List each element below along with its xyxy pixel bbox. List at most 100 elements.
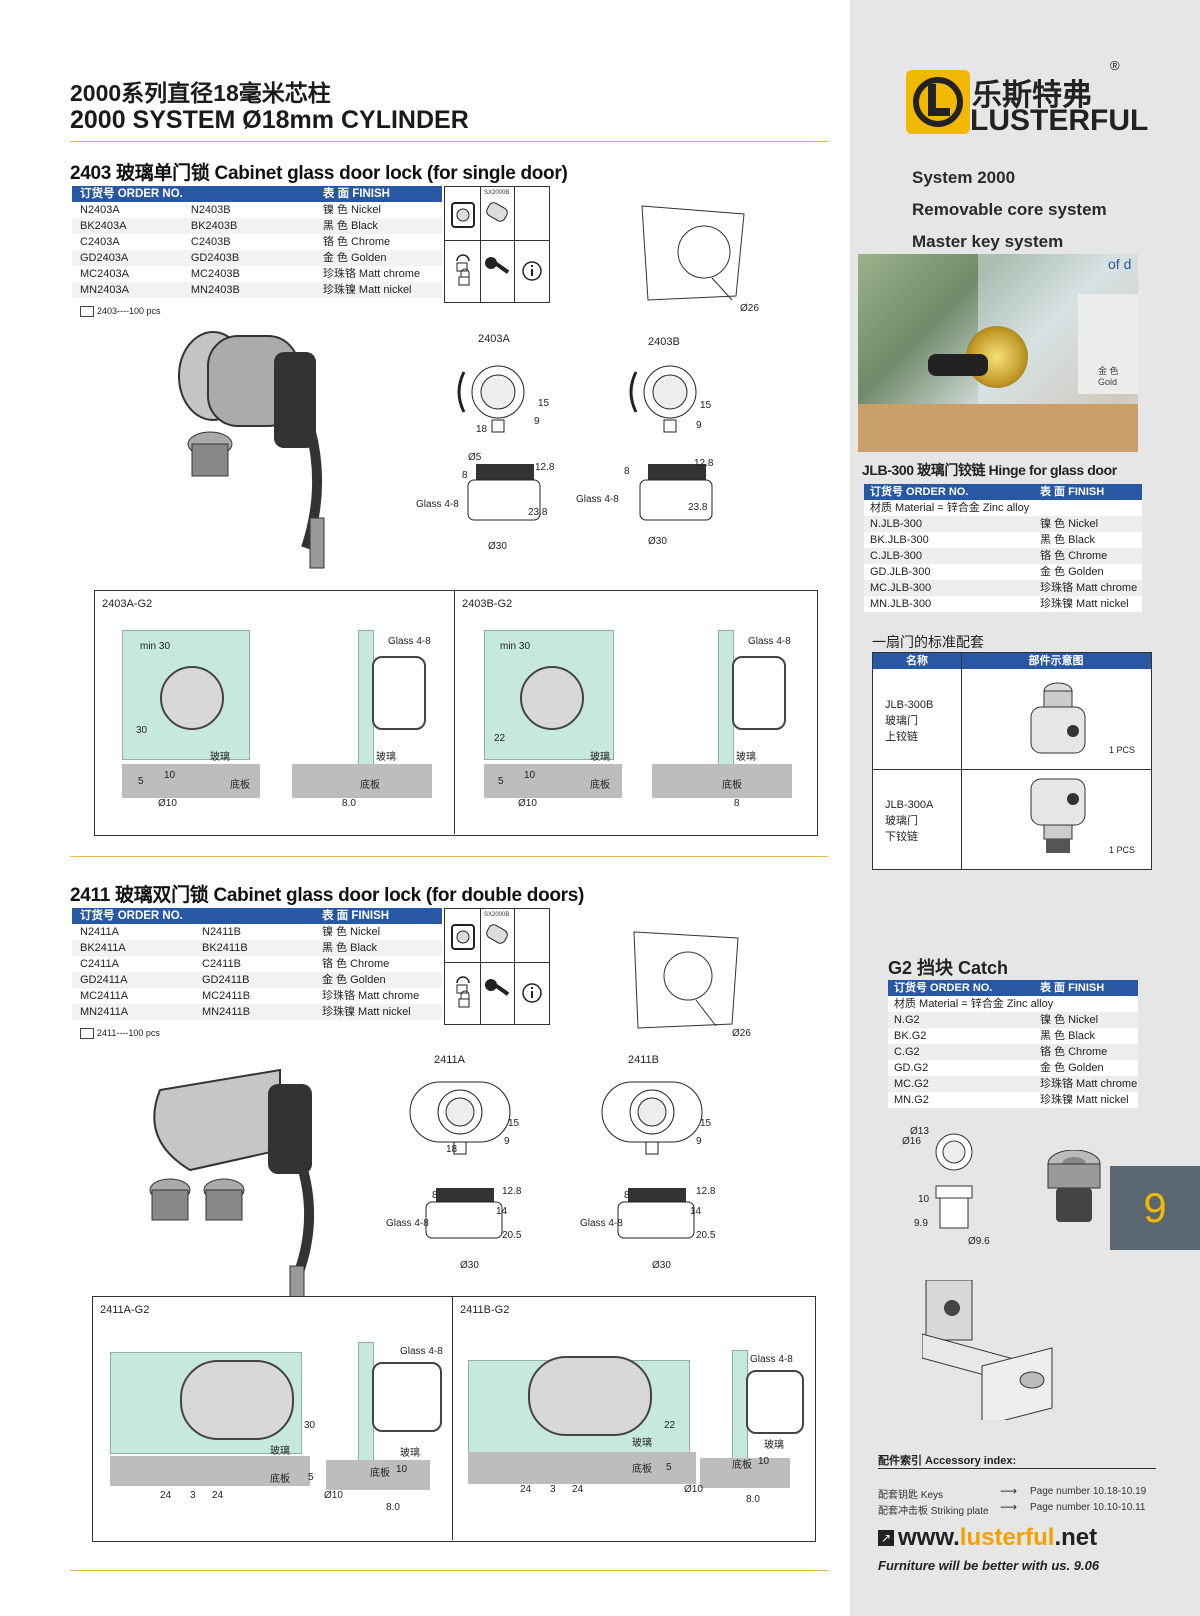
accessory-keys-page[interactable]: Page number 10.18-10.19 [1030, 1486, 1147, 1497]
dim-label: min 30 [500, 641, 531, 652]
install-divider [454, 590, 455, 834]
hinge-table: 订货号 ORDER NO.表 面 FINISH 材质 Material = 锌合… [864, 484, 1142, 612]
base-panel [110, 1456, 310, 1486]
dim-label: Ø30 [460, 1260, 479, 1271]
info-icon [515, 963, 549, 1024]
material-note: 材质 Material = 锌合金 Zinc alloy [888, 996, 1138, 1012]
accessory-title: 配件索引 Accessory index: [878, 1455, 1017, 1467]
dim-label: 10 [918, 1194, 930, 1205]
product-photo: of d 金 色 Gold [858, 254, 1138, 452]
hole-drawing-2403 [640, 204, 748, 304]
base-panel [652, 764, 792, 798]
cylinder-icon: SX2000B [481, 909, 515, 963]
lock-face [528, 1356, 652, 1436]
dim-label: 10 [524, 770, 536, 781]
dim-label: 9 [534, 416, 540, 427]
cylinder-icon: SX2000B [481, 187, 515, 241]
footer-url[interactable]: www.lusterful.net [898, 1524, 1098, 1551]
dim-label: 底板 [722, 780, 742, 791]
install-label-2411a: 2411A-G2 [100, 1304, 150, 1316]
brand-mark-icon: ↗ [878, 1530, 894, 1546]
accessory-rule [878, 1468, 1156, 1469]
lock-side [372, 656, 426, 730]
dim-label: 24 [572, 1484, 584, 1495]
kit-qty: 1 PCS [1109, 845, 1136, 855]
dim-label: 8.0 [746, 1494, 760, 1505]
tech-drawing-2411b [598, 1078, 738, 1278]
key-icon [481, 963, 515, 1024]
dim-label: 8.0 [342, 798, 356, 809]
header-rule [70, 141, 828, 142]
base-panel [468, 1452, 696, 1484]
catch-title: G2 挡块 Catch [888, 958, 1009, 978]
lock-front-icon [445, 187, 481, 241]
dim-label: 底板 [632, 1464, 652, 1475]
dim-label: 玻璃 [736, 752, 756, 763]
dim-label: 底板 [732, 1460, 752, 1471]
dim-label: 15 [700, 1118, 712, 1129]
dim-label: Glass 4-8 [388, 636, 431, 647]
lower-hinge-icon [1023, 775, 1093, 866]
dim-label: 玻璃 [632, 1438, 652, 1449]
tech-drawing-2411a [406, 1078, 546, 1278]
drawing-label-2403a: 2403A [478, 333, 510, 345]
hole-dim-2411: Ø26 [732, 1028, 751, 1039]
catch-render [1044, 1149, 1104, 1235]
dim-label: Ø5 [468, 452, 482, 463]
dim-label: 8 [624, 1190, 630, 1201]
dim-label: 20.5 [696, 1230, 716, 1241]
icon-grid-2411: SX2000B [444, 908, 550, 1025]
lock-face [160, 666, 224, 730]
accessory-striking-page[interactable]: Page number 10.10-10.11 [1030, 1502, 1146, 1513]
tech-drawing-2403b [628, 360, 748, 560]
dim-label: Glass 4-8 [576, 494, 619, 505]
col-finish: 表 面 FINISH [1034, 484, 1142, 500]
dim-label: Ø30 [488, 541, 507, 552]
lock-side [372, 1362, 442, 1432]
dim-label: Ø9.6 [968, 1236, 990, 1247]
key-icon [481, 241, 515, 302]
dim-label: Ø16 [902, 1136, 921, 1147]
catch-drawing [900, 1124, 1010, 1254]
kit-col-name: 名称 [873, 653, 961, 669]
dim-label: 9.9 [914, 1218, 928, 1229]
tech-drawing-2403a [456, 360, 576, 560]
dim-label: Ø10 [324, 1490, 343, 1501]
pack-2411: 2411----100 pcs [80, 1028, 160, 1040]
page-number-tab: 9 [1110, 1166, 1200, 1250]
section-2411-title: 2411 玻璃双门锁 Cabinet glass door lock (for … [70, 885, 585, 906]
dim-label: 底板 [270, 1474, 290, 1485]
dim-label: 23.8 [528, 507, 548, 518]
box-icon [80, 1028, 94, 1040]
dim-label: 玻璃 [764, 1440, 784, 1451]
lock-render-2403 [178, 318, 358, 578]
lock-render-2411 [140, 1040, 340, 1311]
lock-front-icon [445, 909, 481, 963]
dim-label: 8 [432, 1190, 438, 1201]
base-panel [700, 1458, 790, 1488]
brand-name-en: LUSTERFUL [970, 104, 1149, 137]
base-panel [484, 764, 622, 798]
dim-label: 20.5 [502, 1230, 522, 1241]
hole-drawing-2411 [632, 930, 742, 1030]
dim-label: 10 [758, 1456, 770, 1467]
